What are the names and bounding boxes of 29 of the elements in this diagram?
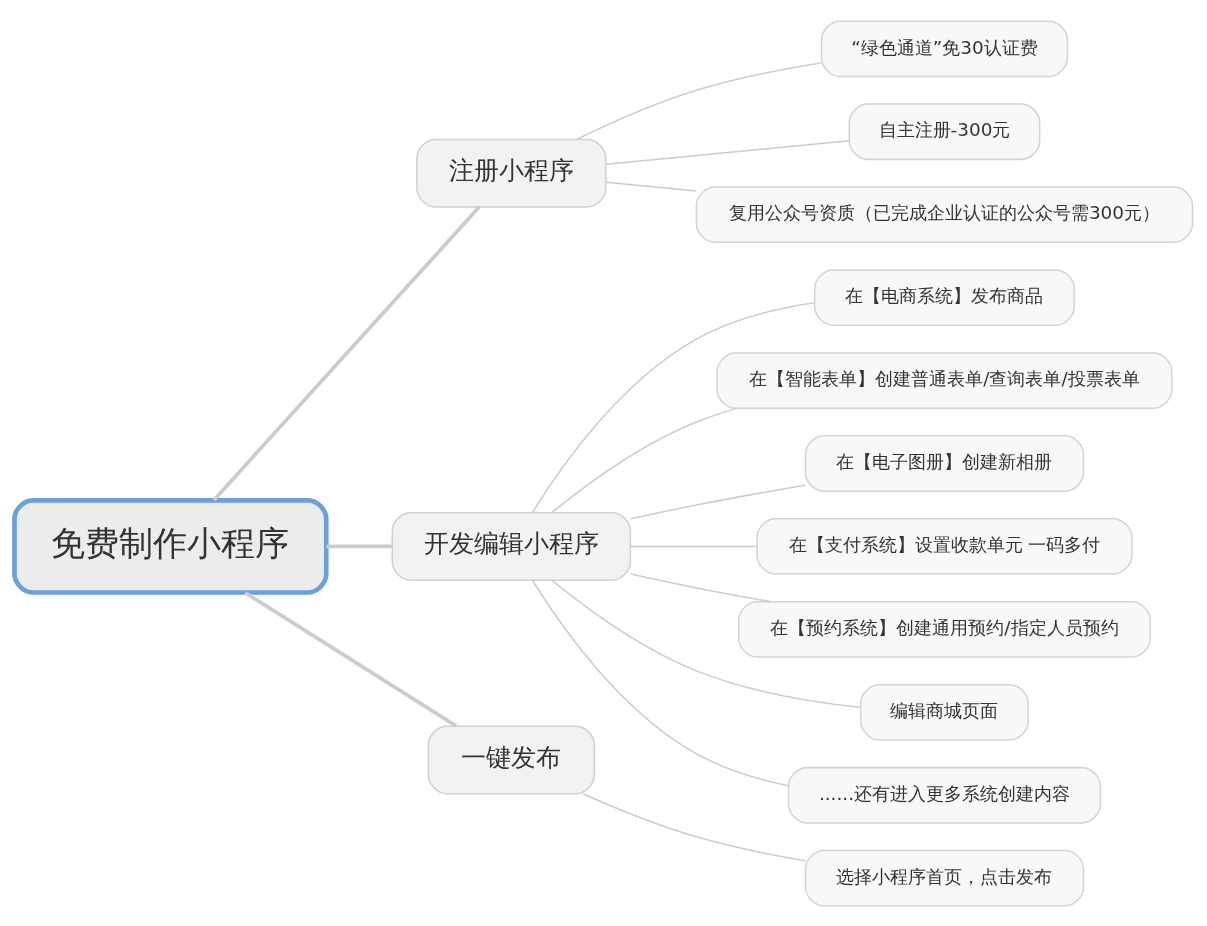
connector: [605, 180, 698, 192]
connector: [582, 792, 807, 862]
node-box: 编辑商城页面: [860, 683, 1029, 741]
node-box: 开发编辑小程序: [391, 511, 632, 581]
connector: [531, 579, 789, 786]
node-box: 在【智能表单】创建普通表单/查询表单/投票表单: [716, 351, 1173, 409]
connector: [629, 484, 806, 520]
connector: [531, 301, 816, 513]
node-box: “绿色通道”免30认证费: [820, 19, 1069, 77]
connector: [605, 139, 850, 165]
node-box: 一键发布: [427, 724, 596, 794]
connector: [244, 590, 458, 728]
connector: [551, 579, 862, 708]
node-box: 在【电子图册】创建新相册: [804, 434, 1085, 492]
node-box: 自主注册-300元: [848, 102, 1041, 160]
connector: [629, 545, 758, 547]
node-box: ......还有进入更多系统创建内容: [787, 766, 1102, 824]
connector: [212, 205, 481, 501]
node-box: 免费制作小程序: [12, 497, 329, 595]
connector: [576, 61, 822, 140]
node-box: 注册小程序: [416, 138, 607, 208]
node-box: 选择小程序首页，点击发布: [804, 849, 1085, 907]
connector: [326, 544, 393, 548]
connector: [629, 572, 772, 602]
connector: [551, 407, 738, 513]
node-box: 在【预约系统】创建通用预约/指定人员预约: [737, 600, 1152, 658]
node-box: 在【支付系统】设置收款单元 一码多付: [756, 517, 1133, 575]
node-box: 复用公众号资质（已完成企业认证的公众号需300元）: [695, 185, 1194, 243]
node-box: 在【电商系统】发布商品: [813, 268, 1076, 326]
